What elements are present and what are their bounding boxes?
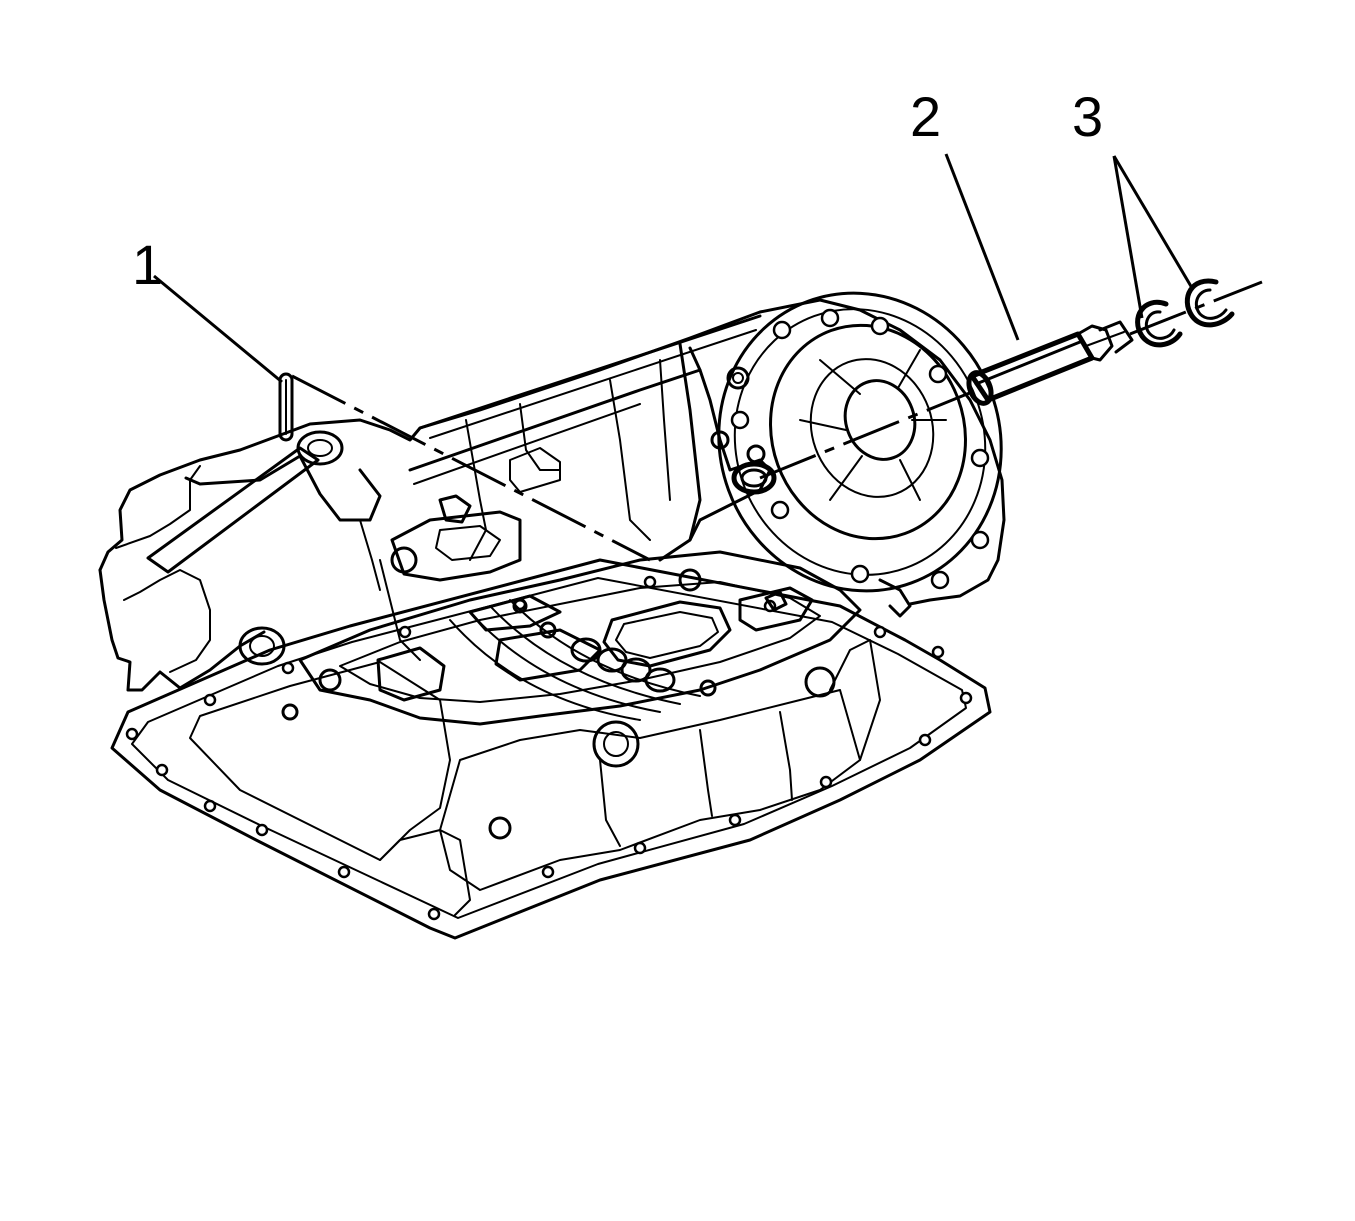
part-3-snap-rings (1135, 278, 1235, 348)
valve-body-bores (570, 637, 676, 693)
part-2-alignment-line (759, 390, 973, 480)
part-1-alignment-line (291, 374, 651, 562)
part-3-alignment-line (1129, 280, 1263, 336)
callout-2-leader (944, 153, 1020, 341)
callout-3-leader-b (1112, 155, 1194, 289)
callout-2-label: 2 (910, 85, 941, 148)
callout-1-label: 1 (132, 233, 163, 296)
transmission-case (98, 298, 1006, 726)
rear-housing (717, 291, 1003, 618)
callout-3-leader-a (1112, 155, 1144, 319)
callout-3-label: 3 (1072, 85, 1103, 148)
part-2-sleeve (966, 320, 1134, 406)
part-1-pin (278, 372, 294, 442)
callout-1-leader (153, 274, 283, 384)
